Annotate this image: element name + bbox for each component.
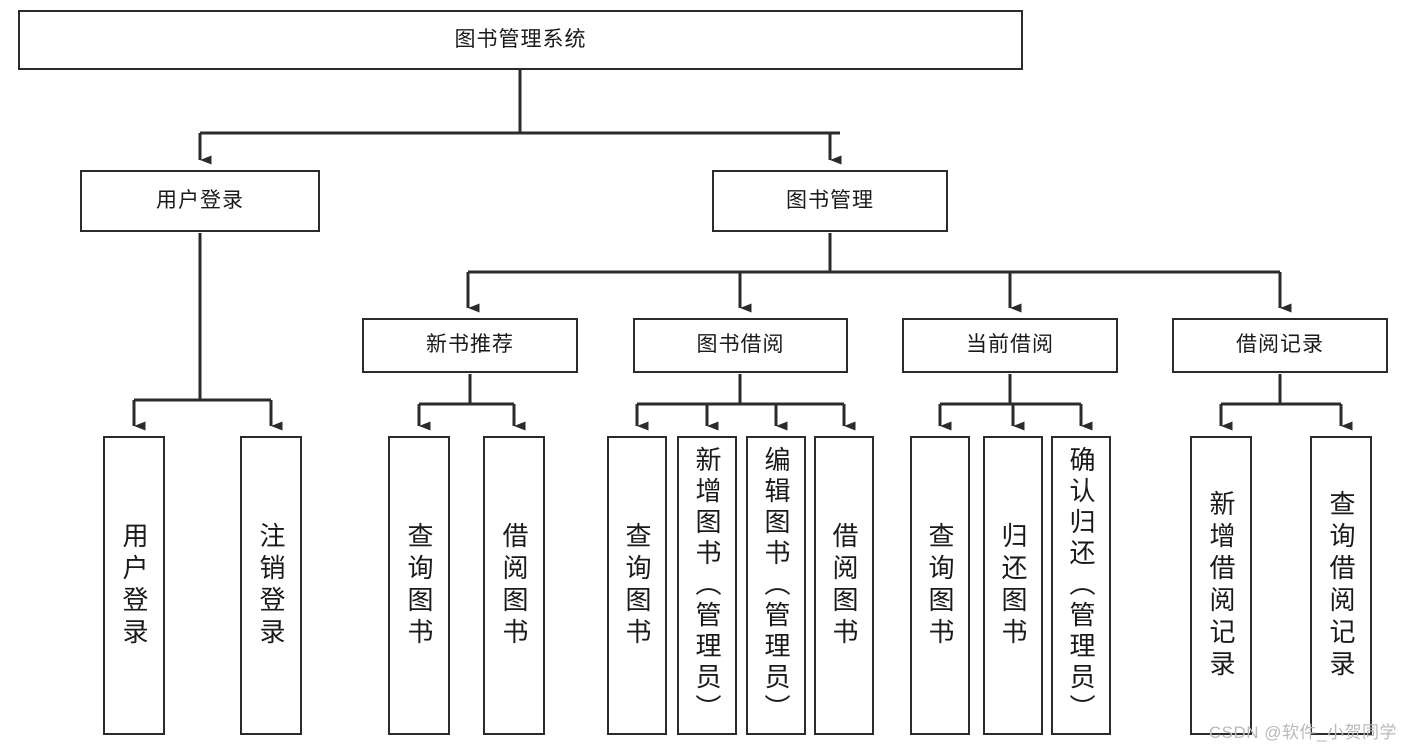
node-current-borrow[interactable]: 当前借阅 (902, 318, 1118, 373)
node-leaf-query-book-borrow[interactable]: 查询图书 (607, 436, 667, 735)
node-leaf-borrow-book-label: 借阅图书 (829, 521, 859, 650)
node-leaf-return-book-label: 归还图书 (998, 521, 1028, 650)
node-leaf-query-borrow-record[interactable]: 查询借阅记录 (1310, 436, 1372, 735)
node-current-borrow-label: 当前借阅 (966, 333, 1054, 357)
node-user-login-label: 用户登录 (156, 188, 244, 212)
node-leaf-borrow-book-recommend-label: 借阅图书 (499, 521, 529, 650)
node-leaf-borrow-book[interactable]: 借阅图书 (814, 436, 874, 735)
node-leaf-add-borrow-record[interactable]: 新增借阅记录 (1190, 436, 1252, 735)
node-book-borrow[interactable]: 图书借阅 (633, 318, 848, 373)
node-new-book-recommend[interactable]: 新书推荐 (362, 318, 578, 373)
node-leaf-query-book-recommend[interactable]: 查询图书 (388, 436, 450, 735)
node-user-login[interactable]: 用户登录 (80, 170, 320, 232)
node-leaf-query-book-borrow-label: 查询图书 (622, 521, 652, 650)
node-leaf-add-borrow-record-label: 新增借阅记录 (1206, 489, 1236, 682)
node-leaf-query-book-current[interactable]: 查询图书 (910, 436, 970, 735)
node-borrow-record[interactable]: 借阅记录 (1172, 318, 1388, 373)
node-book-management[interactable]: 图书管理 (712, 170, 948, 232)
node-leaf-query-borrow-record-label: 查询借阅记录 (1326, 489, 1356, 682)
node-leaf-edit-book-admin-label: 编辑图书（管理员） (761, 446, 791, 725)
node-book-management-label: 图书管理 (786, 188, 874, 212)
node-borrow-record-label: 借阅记录 (1236, 333, 1324, 357)
node-leaf-query-book-current-label: 查询图书 (925, 521, 955, 650)
node-leaf-query-book-recommend-label: 查询图书 (404, 521, 434, 650)
node-leaf-user-login-label: 用户登录 (119, 521, 149, 650)
node-new-book-recommend-label: 新书推荐 (426, 333, 514, 357)
node-leaf-user-login[interactable]: 用户登录 (103, 436, 165, 735)
node-leaf-confirm-return-admin[interactable]: 确认归还（管理员） (1051, 436, 1111, 735)
node-leaf-confirm-return-admin-label: 确认归还（管理员） (1066, 446, 1096, 725)
node-leaf-borrow-book-recommend[interactable]: 借阅图书 (483, 436, 545, 735)
node-leaf-logout[interactable]: 注销登录 (240, 436, 302, 735)
node-root[interactable]: 图书管理系统 (18, 10, 1023, 70)
node-leaf-edit-book-admin[interactable]: 编辑图书（管理员） (746, 436, 806, 735)
node-root-label: 图书管理系统 (454, 27, 587, 51)
node-leaf-add-book-admin[interactable]: 新增图书（管理员） (677, 436, 737, 735)
node-book-borrow-label: 图书借阅 (696, 333, 785, 357)
node-leaf-add-book-admin-label: 新增图书（管理员） (692, 446, 722, 725)
node-leaf-return-book[interactable]: 归还图书 (983, 436, 1043, 735)
watermark: CSDN @软件_小贺同学 (1208, 723, 1397, 742)
node-leaf-logout-label: 注销登录 (256, 521, 286, 650)
